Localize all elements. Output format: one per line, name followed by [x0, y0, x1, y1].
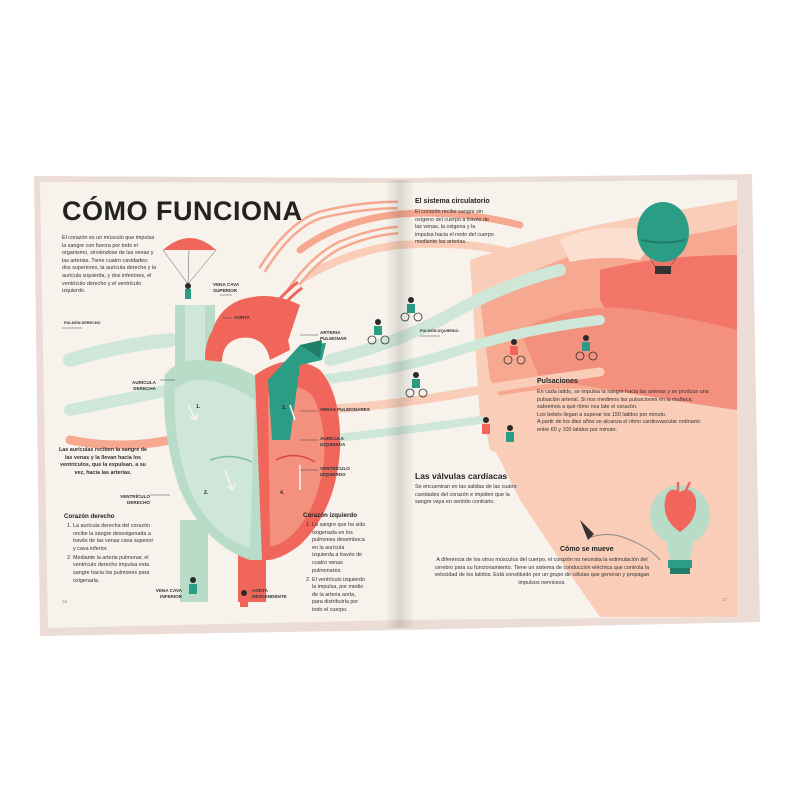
valvulas-heading: Las válvulas cardíacas: [415, 471, 508, 481]
label-vena-cava-superior: Vena cava superior: [213, 282, 240, 293]
corazon-derecho-list: La aurícula derecha del corazón recibe l…: [64, 523, 156, 587]
light-bulb-heart: [580, 481, 710, 574]
corazon-izquierdo-item-2: El ventrículo izquierdo la impulsa, por …: [312, 577, 367, 615]
heart-number-2: 2.: [204, 490, 209, 496]
pulsaciones-heading: Pulsaciones: [537, 378, 578, 385]
corazon-derecho-item-1: La aurícula derecha del corazón recibe l…: [73, 523, 156, 553]
label-ventriculo-izquierdo: Ventrículo izquierdo: [320, 466, 350, 477]
heart-number-4: 4.: [280, 490, 285, 496]
corazon-derecho-item-2: Mediante la arteria pulmonar, el ventríc…: [73, 555, 156, 585]
label-ventriculo-derecho: Ventrículo derecho: [120, 494, 150, 505]
hot-air-balloon: [637, 202, 689, 274]
sistema-heading: El sistema circulatorio: [415, 198, 490, 205]
corazon-izquierdo-item-1: La sangre que ha sido oxigenada en los p…: [312, 522, 367, 575]
sistema-text: El corazón recibe sangre sin oxígeno del…: [415, 209, 494, 246]
label-auricula-izquierda: Aurícula izquierda: [320, 436, 346, 447]
parachute-figure: [162, 238, 217, 299]
heart-number-3: 3.: [282, 405, 287, 411]
corazon-derecho-heading: Corazón derecho: [64, 513, 115, 520]
pulsaciones-p3: A partir de los diez años se alcanza el …: [537, 419, 702, 433]
label-aorta-descendente: Aorta descendente: [252, 588, 287, 599]
como-se-mueve-heading: Cómo se mueve: [560, 546, 614, 553]
page-title: CÓMO FUNCIONA: [62, 196, 303, 226]
valvulas-text: Se encuentran en las salidas de las cuat…: [415, 484, 517, 506]
label-arteria-pulmonar: Arteria pulmonar: [320, 330, 347, 341]
great-vessels: [255, 200, 399, 333]
auricles-note: Las aurículas reciben la sangre de las v…: [58, 447, 148, 476]
right-page-number: 17: [722, 597, 728, 602]
intro-paragraph: El corazón es un músculo que impulsa la …: [62, 235, 157, 295]
pulsaciones-p2: Los bebés llegan a superar los 150 latid…: [537, 411, 667, 418]
left-page-number: 16: [62, 599, 68, 604]
pulsaciones-p1: En cada latido, se impulsa la sangre hac…: [537, 389, 709, 411]
label-pulmon-derecho: Pulmón derecho: [64, 321, 101, 325]
corazon-izquierdo-heading: Corazón izquierdo: [303, 512, 357, 519]
arteria-pulmonar-shape: [268, 343, 326, 440]
corazon-izquierdo-list: La sangre que ha sido oxigenada en los p…: [303, 522, 367, 616]
como-se-mueve-text: A diferencia de los otros músculos del c…: [434, 557, 650, 586]
label-pulmon-izquierdo: Pulmón izquierdo: [420, 329, 459, 333]
heart-diagram: [164, 296, 341, 602]
heart-number-1: 1.: [196, 404, 201, 410]
climbers: [189, 577, 248, 607]
label-auricula-derecha: Aurícula derecha: [132, 380, 156, 391]
label-aorta: Aorta: [234, 315, 250, 320]
label-venas-pulmonares: Venas pulmonares: [320, 407, 370, 412]
pulsaciones-text: En cada latido, se impulsa la sangre hac…: [537, 389, 712, 435]
label-vena-cava-inferior: Vena cava inferior: [155, 588, 182, 599]
